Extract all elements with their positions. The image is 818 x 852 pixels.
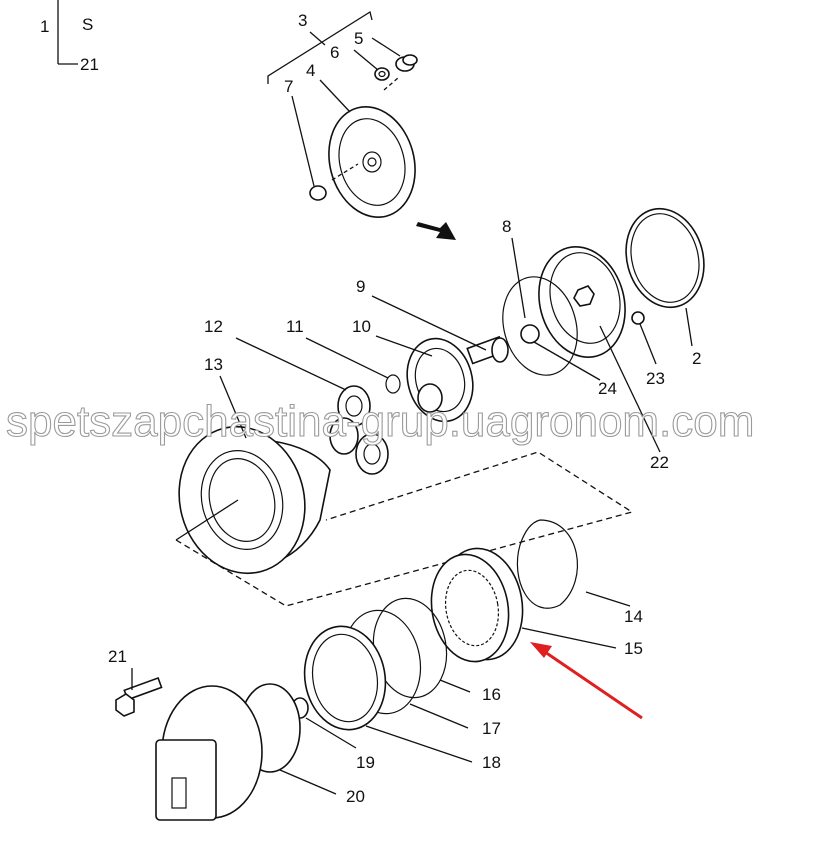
- part-bearing-15: [430, 547, 524, 663]
- callout-10: 10: [352, 317, 371, 336]
- callout-7: 7: [284, 77, 293, 96]
- callout-16: 16: [482, 685, 501, 704]
- legend-assembly-number: 1: [40, 17, 49, 36]
- part-ring-gear-housing-13: [178, 425, 331, 575]
- part-planet-gears-12: [329, 385, 389, 475]
- part-cover-4: [328, 106, 416, 218]
- callout-14: 14: [624, 607, 643, 626]
- callout-9: 9: [356, 277, 365, 296]
- callout-2: 2: [692, 349, 701, 368]
- callout-8: 8: [502, 217, 511, 236]
- callout-15: 15: [624, 639, 643, 658]
- callout-19: 19: [356, 753, 375, 772]
- part-plug-23: [631, 311, 645, 325]
- highlight-arrow-icon: [530, 642, 643, 720]
- callout-21: 21: [108, 647, 127, 666]
- callout-12: 12: [204, 317, 223, 336]
- part-ring-11: [385, 374, 401, 394]
- callout-22: 22: [650, 453, 669, 472]
- part-circlip-14: [516, 519, 578, 609]
- callout-5: 5: [354, 29, 363, 48]
- part-bolt-21: [115, 676, 163, 717]
- callout-20: 20: [346, 787, 365, 806]
- part-seal-18: [303, 625, 387, 731]
- assembly-legend: 1 S 21: [40, 0, 99, 74]
- part-planet-carrier-10: [406, 337, 474, 423]
- part-sun-gear-9: [466, 335, 509, 365]
- part-plug-7: [309, 185, 327, 201]
- part-snap-ring-2: [625, 207, 705, 309]
- callout-18: 18: [482, 753, 501, 772]
- callout-6: 6: [330, 43, 339, 62]
- callout-13: 13: [204, 355, 223, 374]
- callout-3: 3: [298, 11, 307, 30]
- direction-arrow-icon: [416, 222, 456, 240]
- callout-24: 24: [598, 379, 617, 398]
- callout-23: 23: [646, 369, 665, 388]
- legend-symbol: S: [82, 15, 93, 34]
- part-o-ring-8: [502, 276, 578, 376]
- callout-4: 4: [306, 61, 315, 80]
- callout-17: 17: [482, 719, 501, 738]
- part-washer-24: [520, 324, 540, 344]
- part-bolt-5: [374, 54, 418, 81]
- callout-labels: 2 3 4 5 6 7 8 9 10 11 12 13 14 15 16 17 …: [108, 11, 701, 806]
- leader-lines: [131, 37, 693, 795]
- callout-11: 11: [286, 317, 304, 336]
- part-hydraulic-motor-20: [155, 683, 301, 821]
- part-plate-22: [538, 246, 626, 358]
- watermark-text: spetszapchastina-grup.uagronom.com: [5, 397, 755, 446]
- legend-bolt-number: 21: [80, 55, 99, 74]
